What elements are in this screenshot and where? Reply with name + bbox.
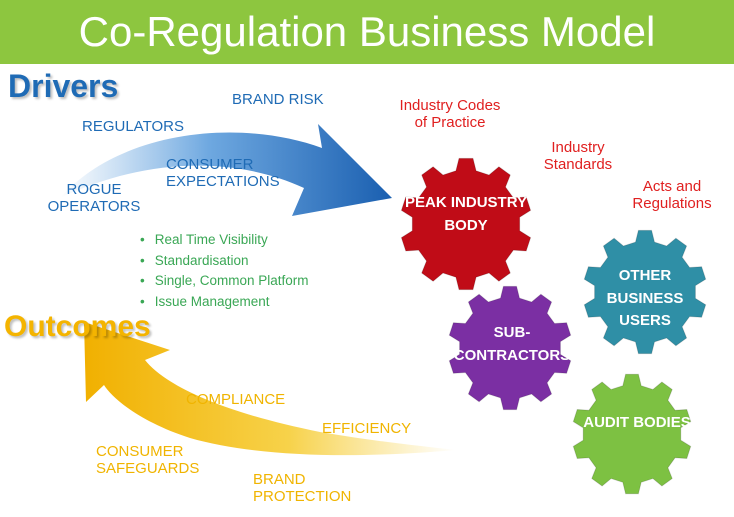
outcomes-heading: Outcomes <box>4 310 151 343</box>
title-bar <box>0 0 734 64</box>
framework-standards: Industry Standards <box>543 139 613 174</box>
framework-codes-of-practice: Industry Codes of Practice <box>399 97 501 132</box>
benefit-item: Real Time Visibility <box>140 230 309 251</box>
gear-sub-contractors <box>448 285 572 411</box>
outcome-consumer-safeguards: CONSUMER SAFEGUARDS <box>96 443 200 478</box>
outcomes-arrow <box>84 322 456 456</box>
benefits-list: Real Time Visibility Standardisation Sin… <box>140 230 309 312</box>
framework-acts-regulations: Acts and Regulations <box>632 178 712 213</box>
driver-rogue-operators: ROGUE OPERATORS <box>47 181 141 216</box>
gear-audit-bodies <box>572 373 692 495</box>
benefit-item: Issue Management <box>140 292 309 313</box>
outcome-compliance: COMPLIANCE <box>186 391 286 408</box>
gear-label-sub-contractors: SUB-CONTRACTORS <box>453 324 571 364</box>
drivers-arrow <box>60 124 392 216</box>
outcome-efficiency: EFFICIENCY <box>322 420 412 437</box>
page-title: Co-Regulation Business Model <box>78 8 656 55</box>
driver-consumer-expectations: CONSUMER EXPECTATIONS <box>166 156 280 191</box>
outcome-brand-protection: BRAND PROTECTION <box>253 471 352 506</box>
benefit-item: Single, Common Platform <box>140 271 309 292</box>
gear-other-business-users <box>583 229 707 355</box>
benefit-item: Standardisation <box>140 251 309 272</box>
drivers-heading: Drivers <box>8 68 119 104</box>
gear-label-audit-bodies: AUDIT BODIES <box>583 414 691 431</box>
driver-brand-risk: BRAND RISK <box>232 91 324 108</box>
driver-regulators: REGULATORS <box>82 118 184 135</box>
gear-label-peak-industry-body: PEAK INDUSTRY BODY <box>405 194 527 234</box>
gear-peak-industry-body <box>400 157 532 291</box>
gear-label-other-business-users: OTHER BUSINESS USERS <box>606 267 684 329</box>
